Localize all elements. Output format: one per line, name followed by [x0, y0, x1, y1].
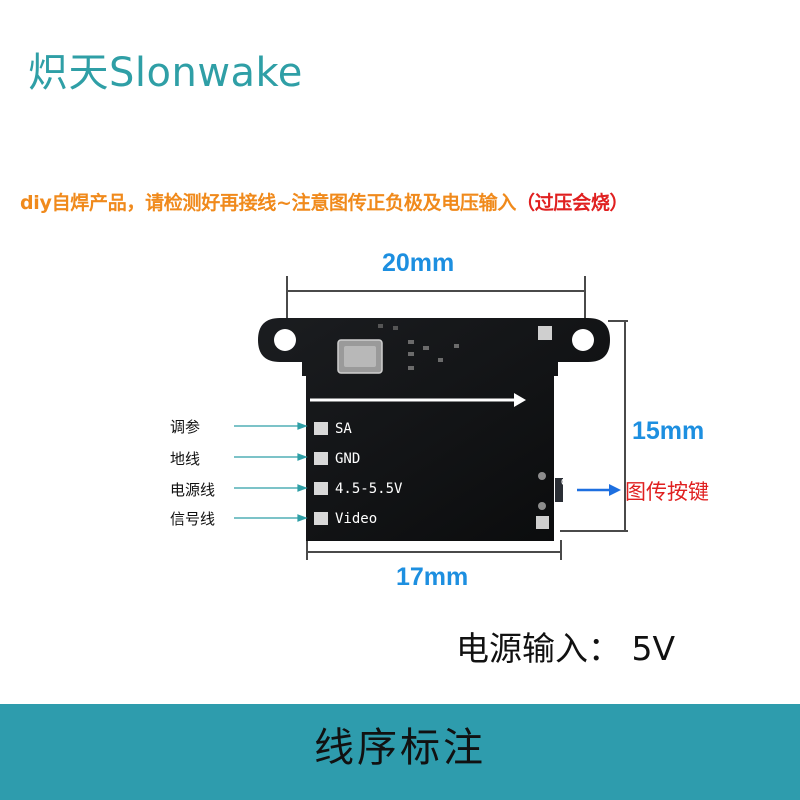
button-arrow: [577, 484, 621, 496]
silk-video: Video: [335, 511, 378, 527]
notice-warning: （过压会烧）: [516, 192, 629, 214]
board-version: S1224_V21: [560, 405, 577, 487]
dim-line-bottom: [306, 551, 562, 553]
pin-arrowhead-2: [297, 453, 308, 461]
brand-title: 炽天Slonwake: [28, 50, 303, 96]
pin-label-power: 电源线: [170, 481, 216, 499]
pin-label-tune: 调参: [170, 418, 201, 436]
pcb-board-graphic: [258, 318, 610, 541]
silk-power: 4.5-5.5V: [335, 481, 403, 497]
pin-arrowhead-1: [297, 422, 308, 430]
dim-line-right-top-tick: [608, 320, 628, 322]
silk-gnd: GND: [335, 451, 361, 467]
power-input-label: 电源输入： 5V: [456, 629, 676, 668]
pin-arrowhead-3: [297, 484, 308, 492]
footer-bar: [0, 704, 800, 800]
notice-text: diy自焊产品，请检测好再接线~注意图传正负极及电压输入（过压会烧）: [20, 188, 629, 215]
silk-sa: SA: [335, 421, 352, 437]
footer-title: 线序标注: [314, 725, 486, 771]
pin-label-signal: 信号线: [170, 510, 216, 528]
dim-height-right: 15mm: [632, 417, 705, 445]
pin-arrowhead-4: [297, 514, 308, 522]
notice-main: diy自焊产品，请检测好再接线~注意图传正负极及电压输入: [20, 192, 517, 214]
pin-label-ground: 地线: [170, 450, 201, 468]
dim-line-right: [624, 320, 626, 532]
pcb-board: [258, 318, 612, 553]
dim-width-top: 20mm: [382, 249, 455, 277]
dim-line-bottom-right-tick: [560, 540, 562, 560]
dim-line-right-bottom-tick: [560, 530, 628, 532]
dim-width-bottom: 17mm: [396, 563, 469, 591]
dim-line-top-left-tick: [286, 276, 288, 326]
dim-line-bottom-left-tick: [306, 540, 308, 560]
dim-line-top-right-tick: [584, 276, 586, 326]
button-label: 图传按键: [625, 480, 709, 504]
dim-line-top: [286, 290, 586, 292]
pin-arrows: [234, 422, 308, 522]
